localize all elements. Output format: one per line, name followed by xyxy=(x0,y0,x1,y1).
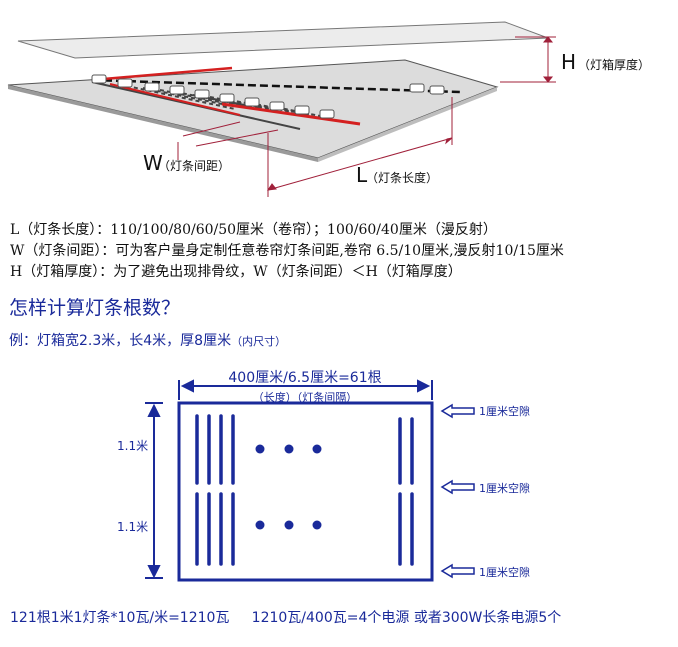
h-desc: （灯箱厚度） xyxy=(578,58,651,72)
top-formula: 400厘米/6.5厘米=61根 xyxy=(228,370,382,386)
l-label: L xyxy=(356,163,368,187)
example-text: 例：灯箱宽2.3米，长4米，厚8厘米 xyxy=(9,333,232,349)
section-heading: 怎样计算灯条根数？ xyxy=(9,297,181,319)
highlight-strip xyxy=(221,102,361,126)
width-label-bottom: 1.1米 xyxy=(117,520,149,534)
top-panel xyxy=(17,21,549,59)
w-dimension xyxy=(177,121,279,160)
spec-thickness: H（灯箱厚度）：为了避免出现排骨纹，W（灯条间距）＜H（灯箱厚度） xyxy=(10,264,462,280)
feed-line xyxy=(91,78,461,94)
gap-label-top: 1厘米空隙 xyxy=(479,405,530,418)
lightbox-outline xyxy=(177,401,434,582)
h-label: H xyxy=(561,50,577,74)
length-arrow xyxy=(178,379,433,400)
w-label: W xyxy=(143,151,163,175)
w-desc: （灯条间距） xyxy=(158,159,231,173)
box-strips-right xyxy=(398,417,414,566)
spec-spacing: W（灯条间距）：可为客户量身定制任意卷帘灯条间距,卷帘 6.5/10厘米,漫反射… xyxy=(10,243,564,259)
gap-label-middle: 1厘米空隙 xyxy=(479,482,530,495)
l-dimension xyxy=(266,97,453,197)
gap-arrow-bottom-icon xyxy=(440,563,475,579)
gap-arrows xyxy=(440,403,475,579)
feed-line-red xyxy=(91,66,233,82)
width-label-top: 1.1米 xyxy=(117,439,149,453)
example-note: （内尺寸） xyxy=(231,335,287,348)
gap-arrow-middle-icon xyxy=(440,479,475,495)
example-line: 例：灯箱宽2.3米，长4米，厚8厘米（内尺寸） xyxy=(9,330,286,350)
box-strips-left xyxy=(195,414,235,566)
footer-calculation: 121根1米1灯条*10瓦/米=1210瓦 1210瓦/400瓦=4个电源 或者… xyxy=(10,610,562,626)
base-panel-edge xyxy=(8,85,318,162)
width-arrow xyxy=(145,402,163,579)
gap-label-bottom: 1厘米空隙 xyxy=(479,566,530,579)
top-formula-sub: （长度）（灯条间隔） xyxy=(252,391,358,404)
continuation-dots xyxy=(255,444,322,530)
connector-nodes xyxy=(91,74,445,119)
h-dimension xyxy=(500,36,556,83)
l-desc: （灯条长度） xyxy=(366,171,439,185)
spec-length: L（灯条长度）：110/100/80/60/50厘米（卷帘）；100/60/40… xyxy=(10,222,497,238)
gap-arrow-top-icon xyxy=(440,403,475,419)
